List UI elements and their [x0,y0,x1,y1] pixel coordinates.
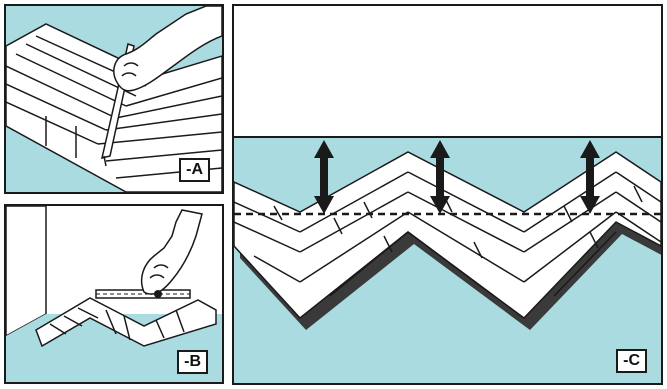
hand-icon [113,6,222,92]
panel-a-illustration [6,6,222,192]
herringbone-boards [234,151,661,330]
panel-a-label: -A [179,158,210,182]
panel-c: -C [232,4,663,385]
measuring-arrow-icon [580,140,600,214]
panel-c-illustration [234,6,661,383]
wall [234,6,661,137]
measuring-arrow-icon [314,140,334,214]
panel-a: -A [4,4,224,194]
panel-c-label: -C [616,349,647,373]
herringbone-boards [35,297,217,348]
side-wall [6,206,47,337]
cut-mark [154,290,162,298]
panel-b-label: -B [177,350,208,374]
panel-b: -B [4,204,224,384]
measuring-arrow-icon [430,140,450,214]
hand-icon [140,209,203,295]
